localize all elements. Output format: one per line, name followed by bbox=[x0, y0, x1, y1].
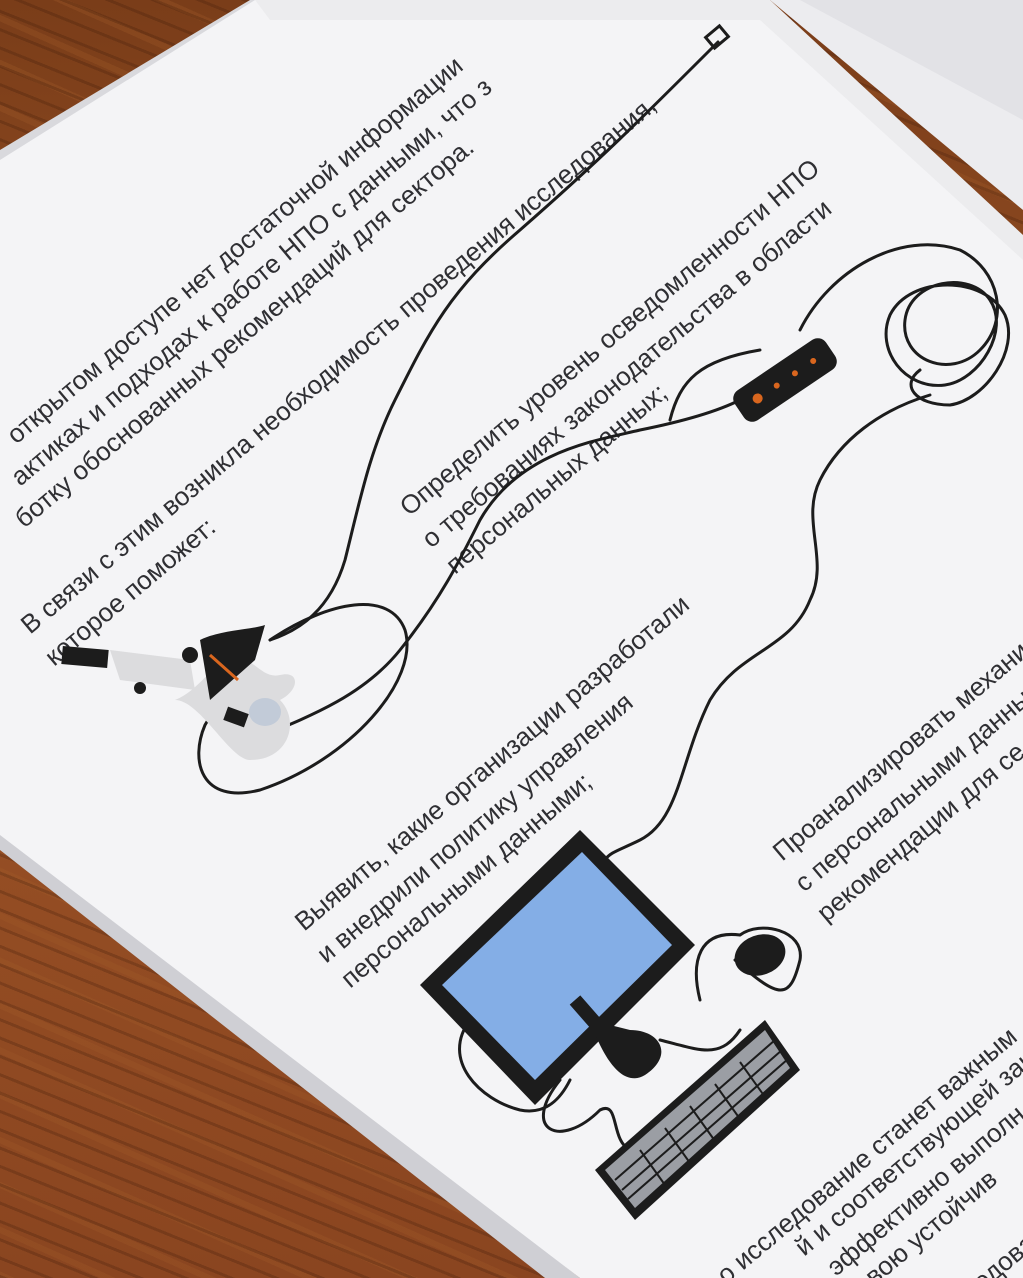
cable-to-computer bbox=[603, 393, 932, 862]
computer-mouse bbox=[734, 934, 786, 976]
cable-monitor-left bbox=[458, 1018, 572, 1113]
keyboard bbox=[595, 1020, 800, 1220]
cable-coil bbox=[798, 243, 1011, 407]
cable-to-strip bbox=[238, 398, 742, 747]
cable-top bbox=[268, 40, 720, 642]
microscope bbox=[61, 625, 295, 760]
cable-strip-left bbox=[668, 348, 762, 422]
cable-keyboard bbox=[541, 1028, 742, 1152]
wall-plug bbox=[703, 23, 731, 51]
computer-monitor bbox=[420, 830, 695, 1105]
cable-mouse bbox=[694, 926, 802, 1002]
power-strip bbox=[733, 338, 837, 422]
